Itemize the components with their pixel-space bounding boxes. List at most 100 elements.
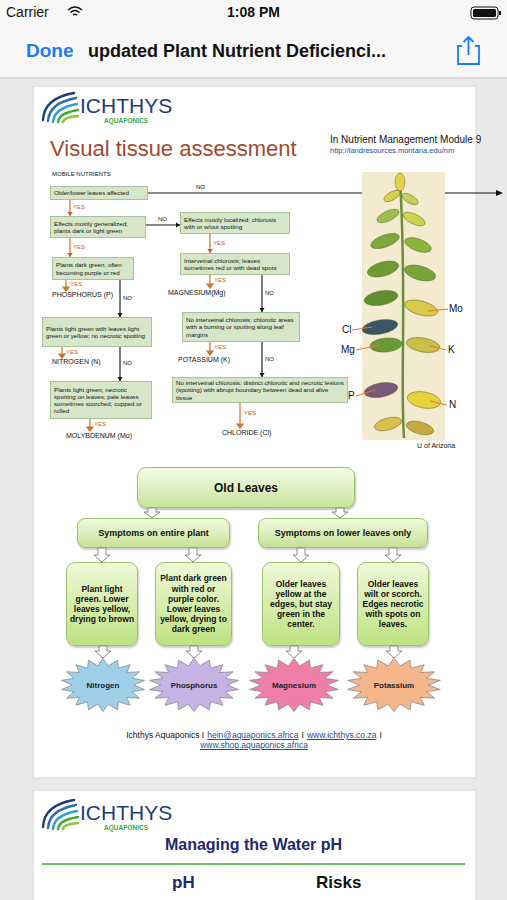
leader-line — [352, 327, 372, 330]
node-text: No interveinal chlorosis; chlorotic area… — [186, 316, 296, 337]
symptom-detail-box: Plant dark green with red or purple colo… — [155, 562, 232, 646]
arrow-line — [261, 275, 262, 312]
node-text: Older leaves wilt or scorch. Edges necro… — [360, 579, 426, 630]
node-text: Symptoms on lower leaves only — [275, 528, 412, 538]
edge-label: NO — [123, 295, 132, 302]
category-box: Old Leaves — [137, 467, 355, 508]
arrow-head — [237, 424, 243, 428]
footer-link: hein@aquaponics.africa — [207, 731, 298, 741]
section-label: MOBILE NUTRIENTS — [52, 171, 111, 178]
battery-case — [471, 7, 498, 19]
block-arrow — [286, 646, 302, 658]
node-text: Magnesium — [272, 681, 316, 690]
nutrient-name: NITROGEN (N) — [52, 358, 101, 366]
done-button: Done — [26, 40, 74, 62]
decision-box: Plants dark green, often becoming purple… — [52, 257, 134, 280]
arrow-head — [117, 377, 122, 381]
arrow-head — [207, 249, 212, 253]
arrow-head — [496, 190, 503, 196]
document-page — [33, 790, 476, 900]
node-text: Plant dark green with red or purple colo… — [158, 573, 229, 634]
wifi-icon — [68, 7, 82, 15]
symptom-detail-box: Older leaves wilt or scorch. Edges necro… — [357, 562, 429, 646]
nutrient-starburst: Nitrogen — [60, 658, 146, 712]
nutrient-starburst: Phosphorus — [148, 658, 240, 712]
node-text: Older leaves yellow at the edges, but st… — [265, 579, 337, 630]
flow-connector — [117, 280, 122, 317]
arrow-line — [69, 238, 70, 257]
yes-arrow-line — [89, 419, 90, 427]
leaf — [369, 337, 402, 354]
block-arrow — [186, 646, 202, 658]
wifi-arc — [68, 7, 82, 10]
leaf — [366, 258, 401, 280]
arrow-head — [67, 253, 72, 257]
block-arrow — [332, 508, 348, 518]
symptom-detail-box: Older leaves yellow at the edges, but st… — [262, 562, 340, 646]
nutrient-name: MAGNESIUM(Mg) — [168, 289, 226, 297]
yes-arrow-line — [65, 280, 66, 287]
illustration-background — [362, 172, 445, 440]
arrow-line — [119, 280, 120, 317]
arrow-head — [259, 373, 264, 377]
node-text: Interveinal chlorosis; leaves sometimes … — [184, 257, 286, 271]
node-text: Plant light green. Lower leaves yellow, … — [69, 584, 135, 625]
footer-text: I — [302, 731, 304, 741]
yes-arrow-line — [209, 342, 210, 351]
flow-connector — [207, 234, 212, 253]
arrow-line — [146, 224, 180, 225]
symptom-box: Symptoms on entire plant — [77, 518, 230, 548]
logo-arc — [63, 116, 78, 122]
flow-connector — [259, 275, 264, 312]
flow-connector — [286, 646, 302, 658]
document-name: updated Plant Nutrient Deficienci... — [88, 41, 386, 62]
callout-label: Cl — [342, 324, 351, 336]
leaf — [403, 235, 433, 256]
logo-arc — [58, 110, 78, 122]
node-text: Effects mostly generalized; plants dark … — [54, 220, 142, 234]
arrow-line — [119, 347, 120, 381]
footer-text: Ichthys Aquaponics I — [126, 731, 204, 741]
decision-box: No interveinal chlorosis; chlorotic area… — [182, 312, 300, 342]
nutrient-name: CHLORIDE (Cl) — [222, 429, 271, 437]
flow-connector — [259, 342, 264, 377]
flow-connector — [67, 238, 72, 257]
carrier-name: Carrier — [6, 4, 49, 20]
starburst-shape — [150, 659, 239, 712]
arrow-head — [63, 287, 69, 291]
block-arrow — [94, 548, 110, 562]
arrow-line — [69, 200, 70, 216]
footer-link: www.ichthys.co.za — [307, 731, 376, 741]
node-text: Old Leaves — [214, 481, 278, 495]
leaf — [405, 419, 435, 438]
symptom-box: Symptoms on lower leaves only — [258, 518, 428, 548]
leader-line — [430, 346, 446, 350]
nutrient-name: PHOSPHORUS (P) — [52, 291, 113, 299]
document-page — [33, 86, 476, 778]
decision-box: No interveinal chlorosis; distinct chlor… — [172, 377, 348, 403]
yes-arrow-line — [239, 403, 240, 424]
logo-mark — [43, 93, 78, 122]
arrow-head — [67, 212, 72, 216]
nutrient-starburst: Potassium — [346, 658, 442, 712]
footer-line: Ichthys Aquaponics Ihein@aquaponics.afri… — [89, 731, 419, 751]
share-arrow — [464, 37, 474, 55]
block-arrow — [144, 508, 160, 518]
logo-arc — [58, 817, 78, 829]
leader-line — [428, 309, 448, 311]
wifi-arc — [73, 13, 77, 15]
leader-line — [356, 345, 380, 350]
block-arrow — [95, 646, 111, 658]
flow-connector — [117, 347, 122, 381]
arrow-head — [117, 313, 122, 317]
starburst-shape — [250, 659, 339, 712]
decision-box: Effects mostly localized; chlorosis with… — [180, 212, 290, 234]
flow-connector — [185, 548, 201, 562]
nutrient-starburst: Magnesium — [248, 658, 340, 712]
image-credit: U of Arizona — [417, 442, 455, 450]
block-arrow — [185, 548, 201, 562]
decision-box: Older/lower leaves affected — [50, 186, 148, 200]
node-text: Potassium — [374, 681, 414, 690]
